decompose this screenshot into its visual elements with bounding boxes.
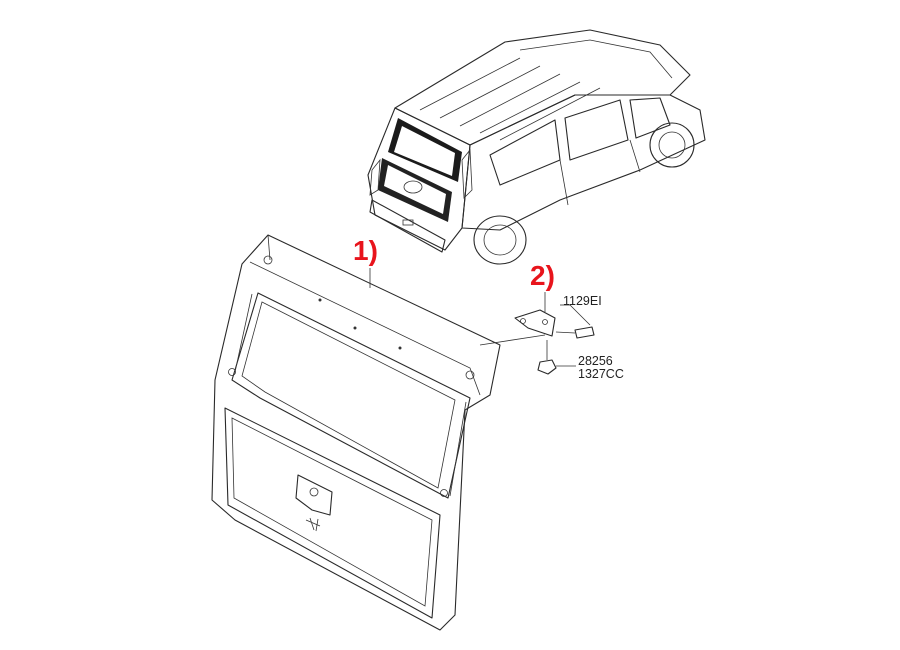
part-number-nut-line1: 28256 [578,354,613,368]
callout-label-1: 1) [353,235,378,266]
tailgate-illustration [211,234,501,631]
hinge-illustration [514,309,595,375]
part-number-nut-line2: 1327CC [578,367,624,381]
leader-lines [369,268,591,367]
part-number-bolt: 1129EI [563,294,602,308]
callout-label-2: 2) [530,260,555,291]
vehicle-illustration [367,29,706,265]
